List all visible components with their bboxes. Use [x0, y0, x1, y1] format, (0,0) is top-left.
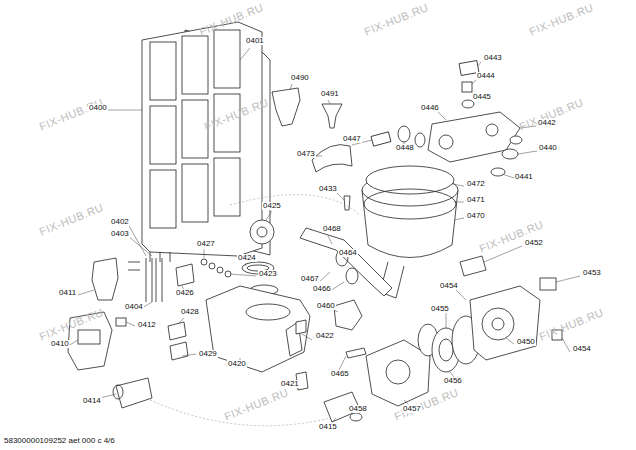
watermark: FIX-HUB.RU — [528, 2, 595, 38]
callout-number: 0446 — [420, 104, 440, 112]
callout-number: 0410 — [50, 340, 70, 348]
dashed-guides — [150, 195, 360, 426]
callout-number: 0411 — [58, 289, 77, 297]
watermark: FIX-HUB.RU — [538, 307, 605, 343]
callout-number: 0450 — [516, 338, 536, 346]
watermark: FIX-HUB.RU — [223, 387, 290, 423]
callout-number: 0412 — [137, 321, 157, 329]
callout-number: 0472 — [466, 180, 486, 188]
callout-number: 0460 — [316, 302, 336, 310]
callout-number: 0400 — [88, 104, 108, 112]
callout-number: 0443 — [483, 54, 503, 62]
rings — [201, 220, 278, 295]
callout-number: 0425 — [262, 202, 282, 210]
callout-number: 0415 — [318, 423, 338, 431]
callout-number: 0401 — [245, 37, 265, 45]
callout-number: 0453 — [582, 269, 602, 277]
callout-number: 0427 — [196, 240, 216, 248]
watermark: FIX-HUB.RU — [363, 2, 430, 38]
callout-number: 0468 — [322, 225, 342, 233]
callout-number: 0452 — [524, 239, 544, 247]
callout-number: 0447 — [342, 135, 362, 143]
top-assembly — [371, 61, 522, 176]
watermark: FIX-HUB.RU — [38, 97, 105, 133]
softener-tank — [206, 286, 310, 372]
callout-number: 0473 — [296, 150, 316, 158]
callout-number: 0423 — [258, 270, 278, 278]
watermark: FIX-HUB.RU — [478, 219, 545, 255]
callout-number: 0441 — [514, 173, 534, 181]
watermark: FIX-HUB.RU — [38, 202, 105, 238]
callout-number: 0466 — [312, 285, 332, 293]
watermark: FIX-HUB.RU — [518, 97, 585, 133]
callout-number: 0455 — [430, 305, 450, 313]
side-panel — [142, 22, 270, 262]
drawing-code: 58300000109252 aet 000 с 4/6 — [4, 437, 115, 445]
callout-number: 0456 — [443, 377, 463, 385]
leader-lines — [68, 48, 580, 422]
callout-number: 0470 — [466, 212, 486, 220]
callout-number: 0426 — [175, 289, 195, 297]
callout-number: 0420 — [227, 360, 247, 368]
callout-number: 0491 — [320, 90, 340, 98]
callout-number: 0428 — [180, 308, 200, 316]
callout-number: 0448 — [395, 144, 415, 152]
callout-number: 0429 — [198, 350, 218, 358]
callout-number: 0444 — [476, 72, 496, 80]
callout-number: 0424 — [237, 254, 257, 262]
callout-number: 0421 — [280, 380, 300, 388]
callout-number: 0471 — [466, 196, 486, 204]
callout-number: 0445 — [472, 93, 492, 101]
callout-number: 0442 — [537, 119, 557, 127]
callout-number: 0440 — [538, 144, 558, 152]
callout-number: 0465 — [330, 370, 350, 378]
valves-hoses — [68, 258, 194, 408]
pump-motor — [366, 256, 562, 406]
callout-number: 0404 — [124, 303, 144, 311]
callout-number: 0454 — [572, 345, 592, 353]
callout-number: 0464 — [338, 249, 358, 257]
callout-number: 0458 — [348, 405, 368, 413]
callout-number: 0490 — [290, 74, 310, 82]
small-parts — [272, 88, 352, 210]
clips — [296, 300, 366, 390]
callout-number: 0433 — [318, 185, 338, 193]
callout-number: 0422 — [315, 332, 335, 340]
callout-number: 0467 — [300, 275, 320, 283]
callout-number: 0402 — [110, 218, 130, 226]
callout-number: 0454 — [439, 282, 459, 290]
callout-number: 0403 — [110, 230, 130, 238]
callout-number: 0414 — [82, 397, 102, 405]
callout-number: 0457 — [402, 405, 422, 413]
